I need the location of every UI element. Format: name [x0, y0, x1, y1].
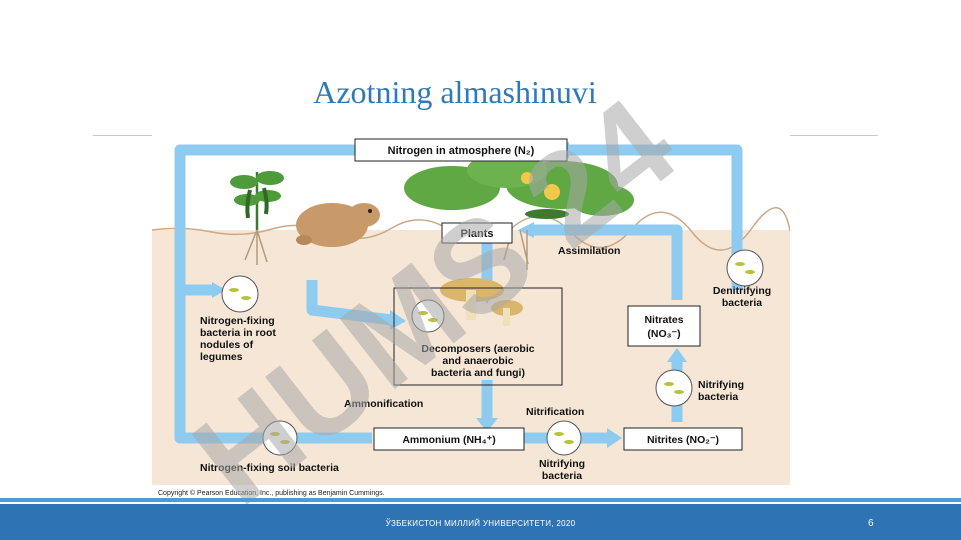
label-decomposers-1: Decomposers (aerobic — [421, 343, 534, 355]
label-denitrifying-2: bacteria — [722, 297, 762, 309]
legume-plant — [230, 171, 284, 265]
box-ammonium: Ammonium (NH₄⁺) — [373, 427, 525, 451]
denitrifying-group: Denitrifying bacteria — [713, 249, 771, 309]
rodent-animal — [296, 203, 380, 247]
label-nitrifying-bottom-2: bacteria — [542, 470, 582, 482]
label-nitrifying-right-1: Nitrifying — [698, 379, 744, 391]
label-nitrifying-bottom-1: Nitrifying — [539, 458, 585, 470]
copyright-note: Copyright © Pearson Education, Inc., pub… — [158, 490, 385, 497]
label-ammonium: Ammonium (NH₄⁺) — [402, 434, 495, 446]
label-soil-bacteria: Nitrogen-fixing soil bacteria — [200, 462, 339, 474]
arrow-denitrification — [567, 144, 743, 290]
label-plants: Plants — [460, 228, 493, 240]
root-bacteria-group: Nitrogen-fixing bacteria in root nodules… — [200, 275, 276, 363]
soil-bacteria-group: Nitrogen-fixing soil bacteria — [200, 420, 339, 474]
nitrifying-bottom-group: Nitrifying bacteria — [539, 420, 585, 482]
label-nitrates-2: (NO₃⁻) — [647, 328, 680, 340]
footer-text: ЎЗБЕКИСТОН МИЛЛИЙ УНИВЕРСИТЕТИ, 2020 — [385, 519, 576, 528]
arrow-assimilation — [532, 224, 683, 300]
label-root-bacteria-3: nodules of — [200, 339, 254, 351]
box-decomposers: Decomposers (aerobic and anaerobic bacte… — [393, 287, 563, 386]
label-nitrifying-right-2: bacteria — [698, 391, 738, 403]
label-nitrification: Nitrification — [526, 406, 584, 418]
squash-plant — [404, 152, 634, 270]
label-denitrifying-1: Denitrifying — [713, 285, 771, 297]
box-nitrates: Nitrates (NO₃⁻) — [627, 305, 701, 347]
box-nitrites: Nitrites (NO₂⁻) — [623, 427, 743, 451]
label-ammonification: Ammonification — [344, 398, 423, 410]
label-nitrates-1: Nitrates — [644, 314, 683, 326]
label-decomposers-3: bacteria and fungi) — [431, 367, 525, 379]
footer-bar — [0, 504, 961, 540]
page-number: 6 — [868, 518, 874, 529]
label-decomposers-2: and anaerobic — [442, 355, 513, 367]
nitrifying-right-group: Nitrifying bacteria — [655, 369, 744, 407]
label-atmosphere: Nitrogen in atmosphere (N₂) — [388, 145, 535, 157]
box-plants: Plants — [441, 222, 513, 244]
label-assimilation: Assimilation — [558, 245, 620, 257]
label-root-bacteria-2: bacteria in root — [200, 327, 276, 339]
title-rule-left — [93, 135, 153, 136]
slide-title: Azotning almashinuvi — [313, 74, 597, 110]
mushrooms — [440, 278, 523, 326]
nitrogen-cycle-diagram: Nitrogen in atmosphere (N₂) Plants Assim… — [152, 130, 790, 505]
title-rule-right — [788, 135, 878, 136]
label-nitrites: Nitrites (NO₂⁻) — [647, 434, 719, 446]
label-root-bacteria-4: legumes — [200, 351, 243, 363]
footer-accent-line — [0, 498, 961, 502]
box-atmosphere: Nitrogen in atmosphere (N₂) — [354, 138, 568, 162]
label-root-bacteria-1: Nitrogen-fixing — [200, 315, 275, 327]
arrow-animal-to-decomposers — [306, 280, 393, 326]
